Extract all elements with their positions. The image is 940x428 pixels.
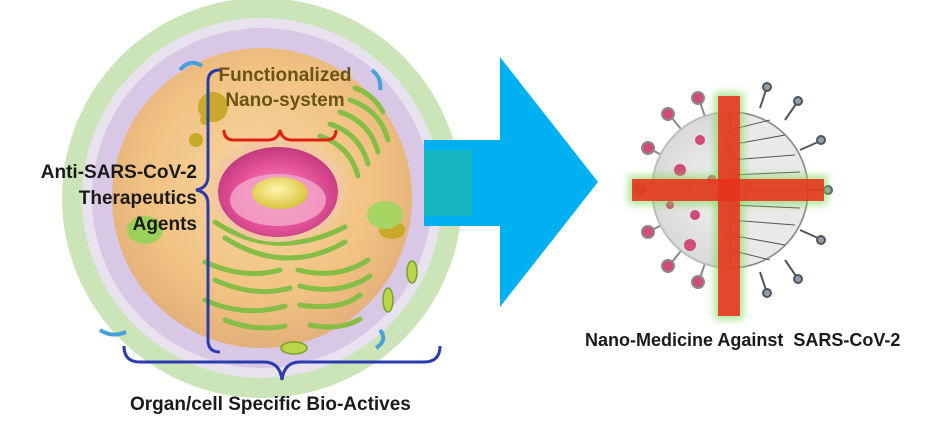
organ-cell-label: Organ/cell Specific Bio-Actives (130, 394, 411, 415)
membrane-channel (98, 328, 127, 337)
nano-medicine-label: Nano-Medicine Against SARS-CoV-2 (585, 330, 901, 350)
right-arrow-icon (424, 57, 598, 307)
functionalized-label-line2: Nano-system (225, 90, 345, 111)
anti-label-line3: Agents (132, 214, 197, 235)
functionalized-label-line1: Functionalized (218, 65, 352, 86)
lysosome (367, 201, 403, 229)
blue-vertical-brace (195, 68, 221, 354)
vesicle (189, 133, 203, 147)
mitochondria (280, 260, 418, 355)
vesicle (198, 92, 228, 122)
virus-spikes-right (759, 82, 833, 298)
nucleolus (252, 177, 308, 209)
membrane-channel (370, 68, 383, 91)
endoplasmic-reticulum (202, 219, 373, 331)
golgi-apparatus (317, 85, 391, 179)
membrane-channel (374, 328, 386, 350)
anti-label-line1: Anti-SARS-CoV-2 (40, 162, 197, 183)
lysosome (127, 216, 163, 244)
membrane-channel (178, 60, 204, 72)
eukaryotic-cell-illustration (62, 0, 462, 398)
blue-horizontal-brace (122, 345, 442, 381)
anti-sars-cov-2-label: Anti-SARS-CoV-2 Therapeutics Agents (41, 160, 197, 238)
functionalized-label: Functionalized Nano-system (210, 63, 360, 113)
anti-label-line2: Therapeutics (78, 188, 197, 209)
red-cross-icon (628, 92, 828, 320)
red-brace (222, 129, 338, 142)
